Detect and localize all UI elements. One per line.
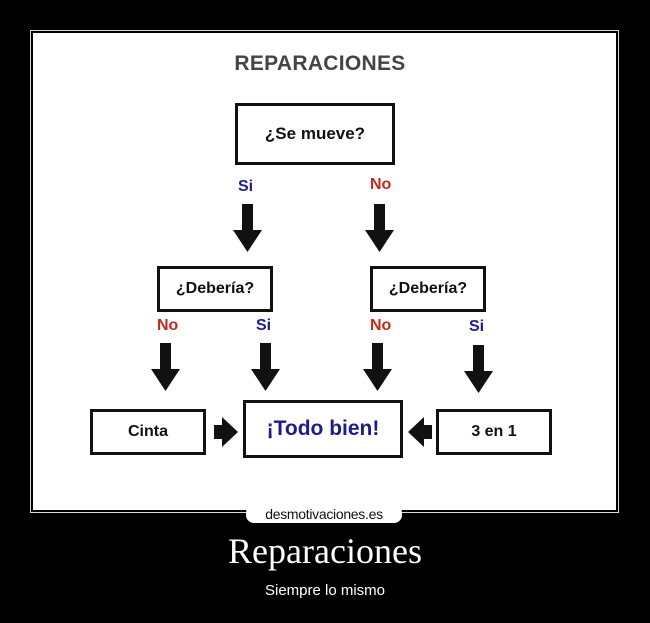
- node-se-mueve-label: ¿Se mueve?: [264, 124, 366, 143]
- node-todo-bien: ¡Todo bien!: [243, 400, 403, 458]
- node-deberia-left: ¿Debería?: [157, 266, 273, 312]
- node-tres-en-uno-label: 3 en 1: [471, 423, 517, 440]
- label-right-yes: Si: [469, 318, 485, 335]
- arrow-left-no: [151, 343, 180, 391]
- node-todo-bien-label: ¡Todo bien!: [266, 417, 380, 440]
- label-root-no: No: [370, 176, 392, 193]
- poster-caption-subtitle: Siempre lo mismo: [264, 582, 386, 599]
- label-right-no: No: [370, 317, 392, 334]
- node-deberia-right: ¿Debería?: [370, 266, 486, 312]
- arrow-right-yes: [464, 345, 493, 393]
- node-se-mueve: ¿Se mueve?: [235, 103, 395, 165]
- label-left-yes: Si: [256, 317, 272, 334]
- diagram-title: REPARACIONES: [234, 52, 406, 75]
- arrow-cinta-to-todo: [214, 417, 238, 447]
- node-deberia-left-label: ¿Debería?: [175, 280, 255, 297]
- node-deberia-right-label: ¿Debería?: [388, 280, 468, 297]
- node-cinta-label: Cinta: [128, 423, 168, 440]
- node-tres-en-uno: 3 en 1: [436, 409, 552, 455]
- label-root-yes: Si: [238, 178, 254, 195]
- poster-caption-title: Reparaciones: [228, 531, 422, 571]
- label-left-no: No: [157, 317, 179, 334]
- arrow-left-yes: [251, 343, 280, 391]
- arrow-root-yes: [233, 204, 262, 252]
- arrow-root-no: [365, 204, 394, 252]
- site-watermark: desmotivaciones.es: [246, 505, 402, 523]
- node-cinta: Cinta: [90, 409, 206, 455]
- arrow-tres-to-todo: [408, 417, 432, 447]
- arrow-right-no: [363, 343, 392, 391]
